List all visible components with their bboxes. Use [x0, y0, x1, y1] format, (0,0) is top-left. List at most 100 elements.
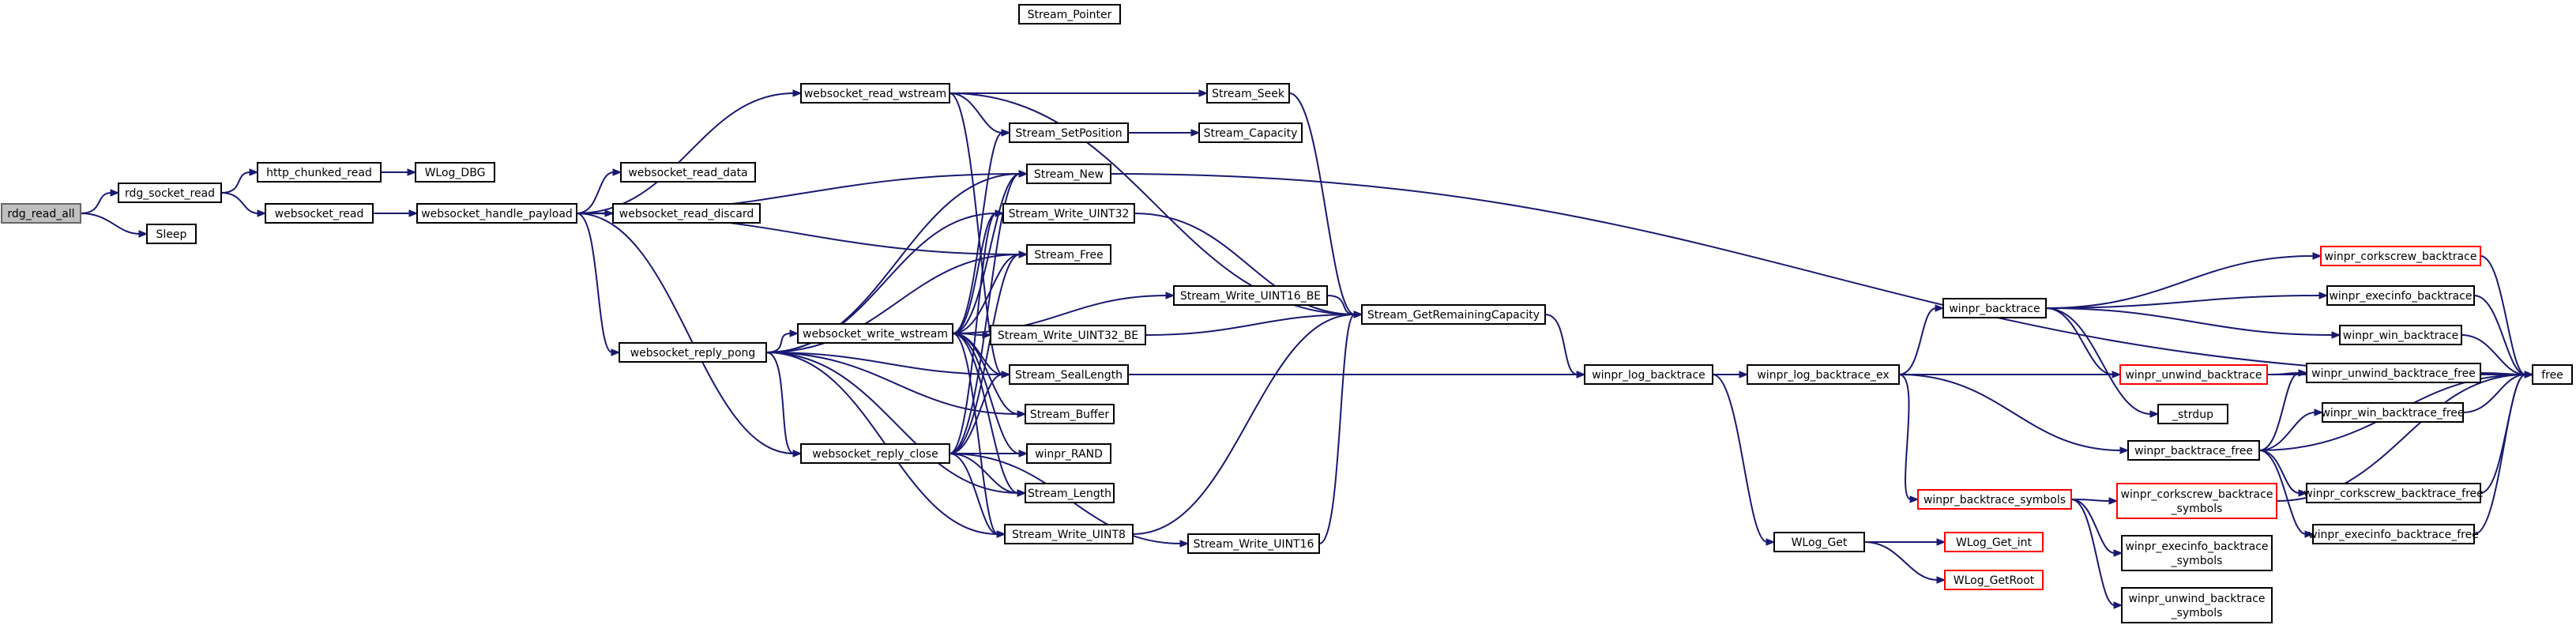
node-wlog-dbg[interactable]: WLog_DBG [415, 162, 495, 183]
node-box[interactable] [1206, 83, 1290, 104]
node-winpr-backtrace-symbols[interactable]: winpr_backtrace_symbols [1917, 489, 2072, 510]
node-websocket-handle-payload[interactable]: websocket_handle_payload [416, 203, 577, 224]
node-websocket-read-wstream[interactable]: websocket_read_wstream [800, 83, 950, 104]
node-box[interactable] [2339, 325, 2462, 345]
node-box[interactable] [2121, 535, 2273, 571]
node-winpr-execinfo-backtrace[interactable]: winpr_execinfo_backtrace [2326, 285, 2475, 306]
node-box[interactable] [2121, 587, 2273, 623]
node-stream-pointer[interactable]: Stream_Pointer [1018, 4, 1121, 24]
node-stream-write-uint16-be[interactable]: Stream_Write_UINT16_BE [1173, 285, 1328, 306]
node-winpr-log-backtrace-ex[interactable]: winpr_log_backtrace_ex [1747, 364, 1900, 385]
node-winpr-backtrace[interactable]: winpr_backtrace [1942, 298, 2047, 318]
node-websocket-read-data[interactable]: websocket_read_data [620, 162, 756, 183]
node-box[interactable] [1009, 364, 1129, 385]
node-websocket-reply-pong[interactable]: websocket_reply_pong [619, 342, 767, 363]
node-box[interactable] [1, 203, 81, 224]
node-box[interactable] [265, 203, 374, 224]
node-box[interactable] [1018, 4, 1121, 24]
node-wlog-get-int[interactable]: WLog_Get_int [1944, 532, 2044, 552]
node-box[interactable] [146, 224, 197, 244]
node-box[interactable] [800, 83, 950, 104]
node-box[interactable] [1773, 532, 1865, 552]
node-box[interactable] [2326, 285, 2475, 306]
node-websocket-read-discard[interactable]: websocket_read_discard [612, 203, 761, 224]
node-websocket-reply-close[interactable]: websocket_reply_close [800, 443, 950, 464]
node-box[interactable] [2322, 402, 2464, 423]
node-box[interactable] [416, 203, 577, 224]
node-box[interactable] [2532, 364, 2573, 385]
node-winpr-execinfo-backtrace-free[interactable]: winpr_execinfo_backtrace_free [2308, 524, 2479, 544]
node-box[interactable] [1026, 244, 1111, 265]
node-box[interactable] [2320, 246, 2481, 266]
node-box[interactable] [257, 162, 382, 183]
node-wlog-get[interactable]: WLog_Get [1773, 532, 1865, 552]
node-box[interactable] [800, 443, 950, 464]
node-box[interactable] [1747, 364, 1900, 385]
node-box[interactable] [2306, 483, 2481, 503]
node-box[interactable] [2312, 524, 2475, 544]
node-websocket-write-wstream[interactable]: websocket_write_wstream [797, 323, 953, 344]
node-winpr-win-backtrace-free[interactable]: winpr_win_backtrace_free [2321, 402, 2465, 423]
node-strdup[interactable]: _strdup [2157, 404, 2228, 424]
node-box[interactable] [1004, 524, 1134, 544]
node-websocket-read[interactable]: websocket_read [265, 203, 374, 224]
node-winpr-backtrace-free[interactable]: winpr_backtrace_free [2127, 440, 2260, 461]
node-box[interactable] [612, 203, 761, 224]
node-stream-write-uint16[interactable]: Stream_Write_UINT16 [1187, 533, 1320, 554]
node-box[interactable] [415, 162, 495, 183]
node-box[interactable] [2157, 404, 2228, 424]
node-box[interactable] [2116, 483, 2277, 519]
node-stream-new[interactable]: Stream_New [1026, 164, 1111, 184]
node-winpr-unwind-backtrace-symbols[interactable]: winpr_unwind_backtrace_symbols [2121, 587, 2273, 623]
node-box[interactable] [1026, 164, 1111, 184]
node-box[interactable] [1025, 483, 1115, 503]
node-free[interactable]: free [2532, 364, 2573, 385]
node-box[interactable] [1173, 285, 1328, 306]
node-box[interactable] [1944, 532, 2044, 552]
node-box[interactable] [1002, 203, 1135, 224]
node-winpr-rand[interactable]: winpr_RAND [1026, 443, 1111, 464]
node-box[interactable] [1584, 364, 1713, 385]
node-stream-length[interactable]: Stream_Length [1025, 483, 1115, 503]
node-rdg-read-all[interactable]: rdg_read_all [1, 203, 81, 224]
node-box[interactable] [1187, 533, 1320, 554]
node-stream-free[interactable]: Stream_Free [1026, 244, 1111, 265]
node-box[interactable] [1942, 298, 2047, 318]
node-box[interactable] [619, 342, 767, 363]
node-winpr-win-backtrace[interactable]: winpr_win_backtrace [2339, 325, 2462, 345]
node-stream-capacity[interactable]: Stream_Capacity [1198, 122, 1303, 143]
node-stream-write-uint8[interactable]: Stream_Write_UINT8 [1004, 524, 1134, 544]
node-box[interactable] [1009, 122, 1129, 143]
node-box[interactable] [118, 183, 222, 203]
node-stream-seek[interactable]: Stream_Seek [1206, 83, 1290, 104]
node-box[interactable] [990, 325, 1146, 345]
node-box[interactable] [797, 323, 953, 344]
node-stream-write-uint32-be[interactable]: Stream_Write_UINT32_BE [990, 325, 1146, 345]
node-winpr-corkscrew-backtrace[interactable]: winpr_corkscrew_backtrace [2320, 246, 2481, 266]
node-winpr-unwind-backtrace[interactable]: winpr_unwind_backtrace [2119, 364, 2268, 385]
node-box[interactable] [1944, 570, 2044, 590]
node-box[interactable] [1917, 489, 2072, 510]
node-stream-buffer[interactable]: Stream_Buffer [1025, 404, 1115, 424]
node-winpr-log-backtrace[interactable]: winpr_log_backtrace [1584, 364, 1713, 385]
node-winpr-unwind-backtrace-free[interactable]: winpr_unwind_backtrace_free [2306, 363, 2481, 383]
node-sleep[interactable]: Sleep [146, 224, 197, 244]
node-winpr-execinfo-backtrace-symbols[interactable]: winpr_execinfo_backtrace_symbols [2121, 535, 2273, 571]
node-http-chunked-read[interactable]: http_chunked_read [257, 162, 382, 183]
node-stream-seallength[interactable]: Stream_SealLength [1009, 364, 1129, 385]
node-winpr-corkscrew-backtrace-free[interactable]: winpr_corkscrew_backtrace_free [2303, 483, 2484, 503]
node-stream-setposition[interactable]: Stream_SetPosition [1009, 122, 1129, 143]
node-stream-getremainingcapacity[interactable]: Stream_GetRemainingCapacity [1361, 304, 1546, 325]
node-wlog-getroot[interactable]: WLog_GetRoot [1944, 570, 2044, 590]
node-box[interactable] [1026, 443, 1111, 464]
node-box[interactable] [2306, 363, 2481, 383]
node-box[interactable] [1361, 304, 1546, 325]
node-box[interactable] [2127, 440, 2260, 461]
node-winpr-corkscrew-backtrace-symbols[interactable]: winpr_corkscrew_backtrace_symbols [2116, 483, 2277, 519]
node-box[interactable] [620, 162, 756, 183]
node-box[interactable] [1198, 122, 1303, 143]
node-stream-write-uint32[interactable]: Stream_Write_UINT32 [1002, 203, 1135, 224]
node-rdg-socket-read[interactable]: rdg_socket_read [118, 183, 222, 203]
node-box[interactable] [2119, 364, 2268, 385]
node-box[interactable] [1025, 404, 1115, 424]
